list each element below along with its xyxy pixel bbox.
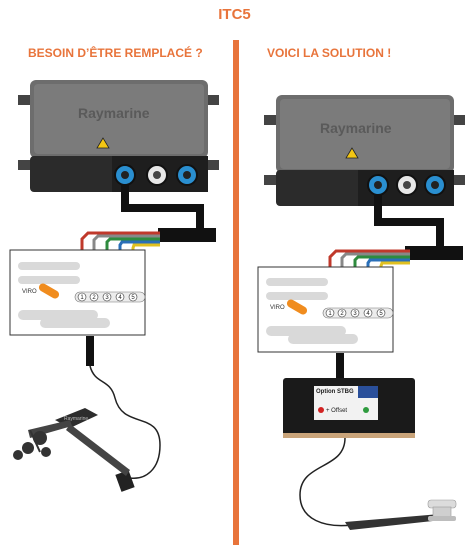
right-terminal-2: 2 [340, 311, 344, 317]
right-terminal-numbers: 1 2 3 4 5 [325, 308, 386, 318]
right-junction-label: VIRO [270, 305, 285, 311]
right-terminal-4: 4 [366, 311, 370, 317]
right-terminal-5: 5 [379, 311, 383, 317]
right-heading: VOICI LA SOLUTION ! [267, 46, 392, 60]
left-backbone-cable [121, 185, 216, 242]
left-sensor-cable [86, 336, 161, 492]
page-title: ITC5 [218, 6, 251, 23]
right-terminal-1: 1 [328, 311, 332, 317]
left-terminal-5: 5 [131, 295, 135, 301]
left-junction-label: VIRO [22, 289, 37, 295]
right-terminal-3: 3 [353, 311, 357, 317]
left-terminal-4: 4 [118, 295, 122, 301]
right-backbone-cable [374, 195, 463, 260]
converter-green-led [363, 407, 369, 413]
right-junction-box: VIRO [257, 266, 394, 353]
right-device-logo: Raymarine [320, 120, 392, 136]
left-terminal-2: 2 [92, 295, 96, 301]
converter-offset-label: + Offset [326, 408, 347, 414]
left-heading: BESOIN D’ÊTRE REMPLACÉ ? [28, 46, 203, 60]
converter-brand: Option STBG [316, 389, 354, 395]
left-terminal-3: 3 [105, 295, 109, 301]
right-itc5-unit: Raymarine [264, 95, 465, 206]
center-divider [233, 40, 239, 545]
left-device-logo: Raymarine [78, 105, 150, 121]
left-wind-sensor: Raymarine [13, 408, 130, 476]
right-sensor-cable [299, 437, 353, 527]
left-itc5-unit: Raymarine [18, 80, 219, 192]
left-terminal-1: 1 [80, 295, 84, 301]
right-wind-sensor [345, 499, 457, 530]
left-junction-box: VIRO [9, 249, 146, 336]
left-terminal-numbers: 1 2 3 4 5 [77, 292, 138, 302]
left-sensor-logo: Raymarine [64, 416, 88, 422]
converter-red-led [318, 407, 324, 413]
right-junction-to-converter-cable [336, 353, 344, 378]
converter-box: Option STBG + Offset [283, 378, 415, 438]
